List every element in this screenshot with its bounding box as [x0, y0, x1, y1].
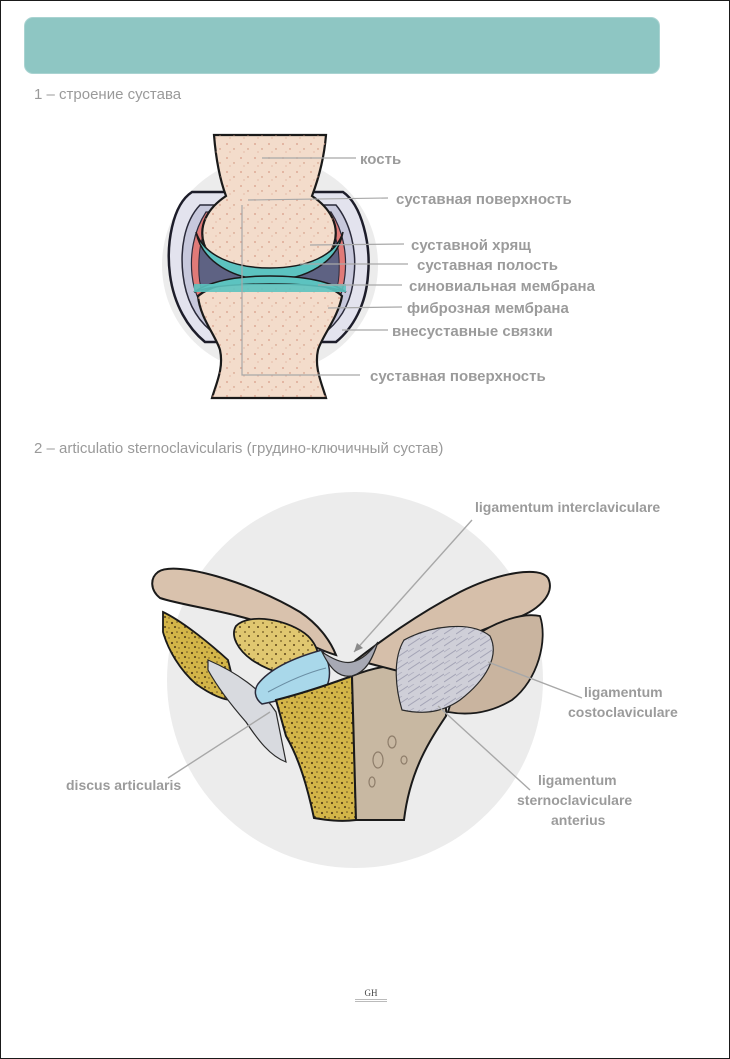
sternoclavicular-leader-lines — [167, 519, 583, 791]
joint-diagram: кость суставная поверхность суставной хр… — [162, 133, 596, 400]
label-sternoclaviculare-line3: anterius — [551, 812, 606, 828]
label-sternoclaviculare-line2: sternoclaviculare — [517, 792, 632, 808]
label-articular-surface-bottom: суставная поверхность — [370, 368, 546, 385]
label-fibrous-membrane: фиброзная мембрана — [407, 300, 569, 317]
upper-cartilage — [195, 231, 344, 281]
interclavicular-ligament — [320, 641, 379, 677]
section-2-title: 2 – articulatio sternoclavicularis (груд… — [34, 440, 444, 457]
joint-leader-lines — [241, 157, 408, 376]
sternoclavicular-diagram: ligamentum interclaviculare ligamentum c… — [66, 492, 678, 868]
footer-logo: GH — [351, 988, 391, 1003]
label-joint-cavity: суставная полость — [417, 257, 558, 274]
sternum-spongy-half — [274, 674, 358, 822]
label-articular-surface-top: суставная поверхность — [396, 191, 572, 208]
logo-divider — [355, 999, 387, 1000]
left-ligament — [207, 659, 287, 763]
label-synovial-membrane: синовиальная мембрана — [409, 278, 596, 295]
label-discus-articularis: discus articularis — [66, 777, 181, 793]
logo-mark: GH — [364, 988, 378, 998]
section-1-title: 1 – строение сустава — [34, 86, 182, 103]
label-costoclaviculare-line2: costoclaviculare — [568, 704, 678, 720]
label-extra-articular-ligaments: внесуставные связки — [392, 323, 553, 340]
header-banner — [24, 17, 660, 74]
label-articular-cartilage: суставной хрящ — [411, 237, 531, 254]
label-costoclaviculare-line1: ligamentum — [584, 684, 663, 700]
label-bone: кость — [360, 151, 401, 168]
label-ligamentum-interclaviculare: ligamentum interclaviculare — [475, 499, 660, 515]
logo-divider-2 — [355, 1001, 387, 1002]
label-sternoclaviculare-line1: ligamentum — [538, 772, 617, 788]
costoclavicular-region — [395, 625, 494, 713]
